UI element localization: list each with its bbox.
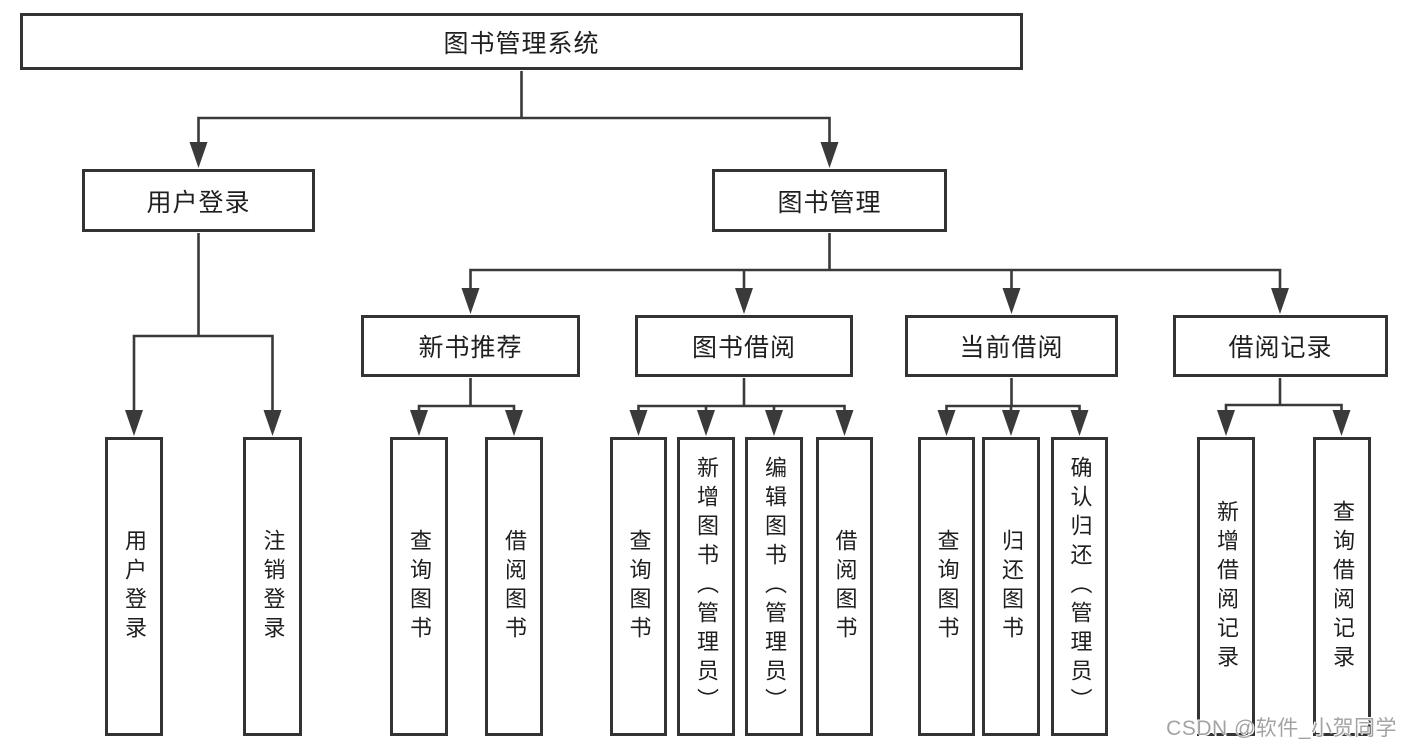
- csdn-watermark: CSDN @软件_小贺同学: [1166, 717, 1397, 740]
- node-root-system: 图书管理系统: [20, 13, 1023, 70]
- arrow-icon: [765, 410, 783, 436]
- arrow-icon: [1332, 410, 1351, 436]
- arrow-icon: [1002, 410, 1020, 436]
- arrow-icon: [461, 288, 480, 314]
- node-leaf-borrow-books: 借阅图书: [816, 437, 873, 736]
- connector-root-to-level2: [197, 71, 831, 146]
- node-current-borrow: 当前借阅: [905, 315, 1118, 377]
- node-book-borrow: 图书借阅: [635, 315, 853, 377]
- node-borrow-record: 借阅记录: [1173, 315, 1388, 377]
- node-leaf-confirm-return-admin: 确认归还（管理员）: [1051, 437, 1108, 736]
- node-leaf-logout: 注销登录: [243, 437, 302, 736]
- connector-current-to-leaves: [945, 378, 1081, 414]
- connector-userlogin-to-leaves: [132, 233, 274, 414]
- node-leaf-query-borrow-record: 查询借阅记录: [1313, 437, 1371, 736]
- node-leaf-return-books: 归还图书: [982, 437, 1040, 736]
- arrow-icon: [189, 142, 208, 168]
- node-book-management: 图书管理: [712, 169, 947, 232]
- connector-borrow-to-leaves: [637, 378, 846, 414]
- arrow-icon: [1002, 288, 1021, 314]
- arrow-icon: [697, 410, 715, 436]
- node-leaf-add-borrow-record: 新增借阅记录: [1197, 437, 1255, 736]
- arrow-icon: [1217, 410, 1235, 436]
- node-leaf-edit-books-admin: 编辑图书（管理员）: [745, 437, 803, 736]
- arrow-icon: [629, 410, 648, 436]
- node-user-login: 用户登录: [82, 169, 315, 232]
- arrow-icon: [263, 410, 282, 436]
- node-leaf-user-login: 用户登录: [105, 437, 163, 736]
- arrow-icon: [505, 410, 523, 436]
- arrow-icon: [1070, 410, 1089, 436]
- node-new-book-recommend: 新书推荐: [361, 315, 580, 377]
- connector-record-to-leaves: [1224, 378, 1343, 414]
- arrow-icon: [820, 142, 839, 168]
- node-leaf-borrow-books-recommend: 借阅图书: [485, 437, 543, 736]
- node-leaf-add-books-admin: 新增图书（管理员）: [677, 437, 735, 736]
- arrow-icon: [937, 410, 956, 436]
- arrow-icon: [835, 410, 854, 436]
- node-leaf-query-books-borrow: 查询图书: [610, 437, 667, 736]
- node-leaf-query-books-recommend: 查询图书: [390, 437, 448, 736]
- arrow-icon: [125, 410, 143, 436]
- connector-bookmgmt-to-level3: [469, 233, 1282, 292]
- connector-newbook-to-leaves: [417, 378, 516, 414]
- arrow-icon: [410, 410, 428, 436]
- arrow-icon: [1271, 288, 1289, 314]
- node-leaf-query-books-current: 查询图书: [918, 437, 975, 736]
- arrow-icon: [735, 288, 753, 314]
